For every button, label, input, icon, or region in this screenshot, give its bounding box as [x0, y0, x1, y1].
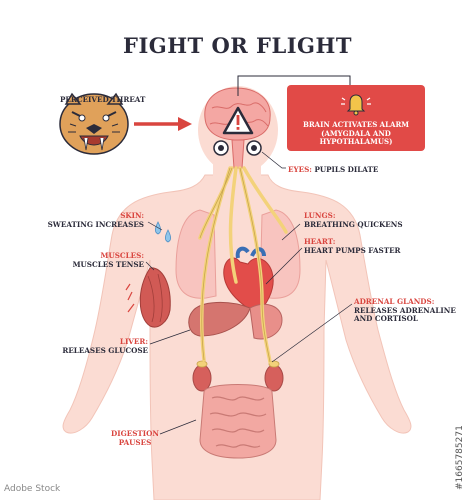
heart-desc: HEART PUMPS FASTER: [304, 245, 401, 255]
adrenal-label: ADRENAL GLANDS: RELEASES ADRENALINE AND …: [354, 297, 456, 324]
intestines: [199, 384, 277, 459]
label-leaders: [145, 151, 353, 435]
body-silhouette: [62, 174, 412, 500]
threat-label: PERCEIVED THREAT: [60, 95, 146, 104]
alarm-bell-icon: [341, 94, 371, 116]
alarm-text: BRAIN ACTIVATES ALARM (AMYGDALA AND HYPO…: [287, 120, 425, 147]
heart-name: HEART:: [304, 237, 336, 246]
alarm-line-1: BRAIN ACTIVATES ALARM: [302, 120, 410, 129]
sweat-drop-icon: [164, 229, 172, 243]
lungs-name: LUNGS:: [304, 211, 336, 220]
left-kidney: [192, 364, 212, 392]
adrenal-name: ADRENAL GLANDS:: [354, 297, 435, 306]
eyes-label: EYES: PUPILS DILATE: [288, 165, 379, 175]
skin-desc: SWEATING INCREASES: [47, 219, 144, 229]
stomach: [249, 304, 283, 340]
muscles-label: MUSCLES: MUSCLES TENSE: [18, 251, 144, 269]
digestion-line-2: PAUSES: [118, 437, 152, 447]
adrenal-desc-2: AND CORTISOL: [354, 314, 418, 324]
liver-name: LIVER:: [119, 337, 148, 346]
right-kidney: [264, 364, 284, 392]
tiger-head-icon: [59, 92, 129, 155]
alarm-line-2: (AMYGDALA AND HYPOTHALAMUS): [319, 128, 393, 146]
muscles-name: MUSCLES:: [100, 251, 144, 260]
eyes-name: EYES:: [288, 165, 312, 174]
lungs-label: LUNGS: BREATHING QUICKENS: [304, 211, 403, 229]
source-watermark: Adobe Stock: [4, 484, 61, 494]
liver-organ: [188, 301, 251, 337]
digestion-line-1: DIGESTION: [111, 429, 159, 438]
page-title: FIGHT OR FLIGHT: [123, 33, 352, 58]
lungs-desc: BREATHING QUICKENS: [304, 219, 403, 229]
alarm-box: BRAIN ACTIVATES ALARM (AMYGDALA AND HYPO…: [287, 85, 425, 151]
alarm-connector: [237, 75, 351, 96]
muscle-organ: [139, 267, 171, 328]
digestion-label: DIGESTION PAUSES: [110, 429, 160, 447]
liver-desc: RELEASES GLUCOSE: [62, 345, 148, 355]
liver-label: LIVER: RELEASES GLUCOSE: [18, 337, 148, 355]
heart-label: HEART: HEART PUMPS FASTER: [304, 237, 401, 255]
eyes-desc: PUPILS DILATE: [314, 165, 379, 174]
skin-name: SKIN:: [120, 211, 144, 220]
stock-id: #1665785271: [455, 425, 465, 490]
skin-label: SKIN: SWEATING INCREASES: [18, 211, 144, 229]
muscles-desc: MUSCLES TENSE: [72, 259, 144, 269]
adrenal-desc-1: RELEASES ADRENALINE: [354, 305, 456, 315]
